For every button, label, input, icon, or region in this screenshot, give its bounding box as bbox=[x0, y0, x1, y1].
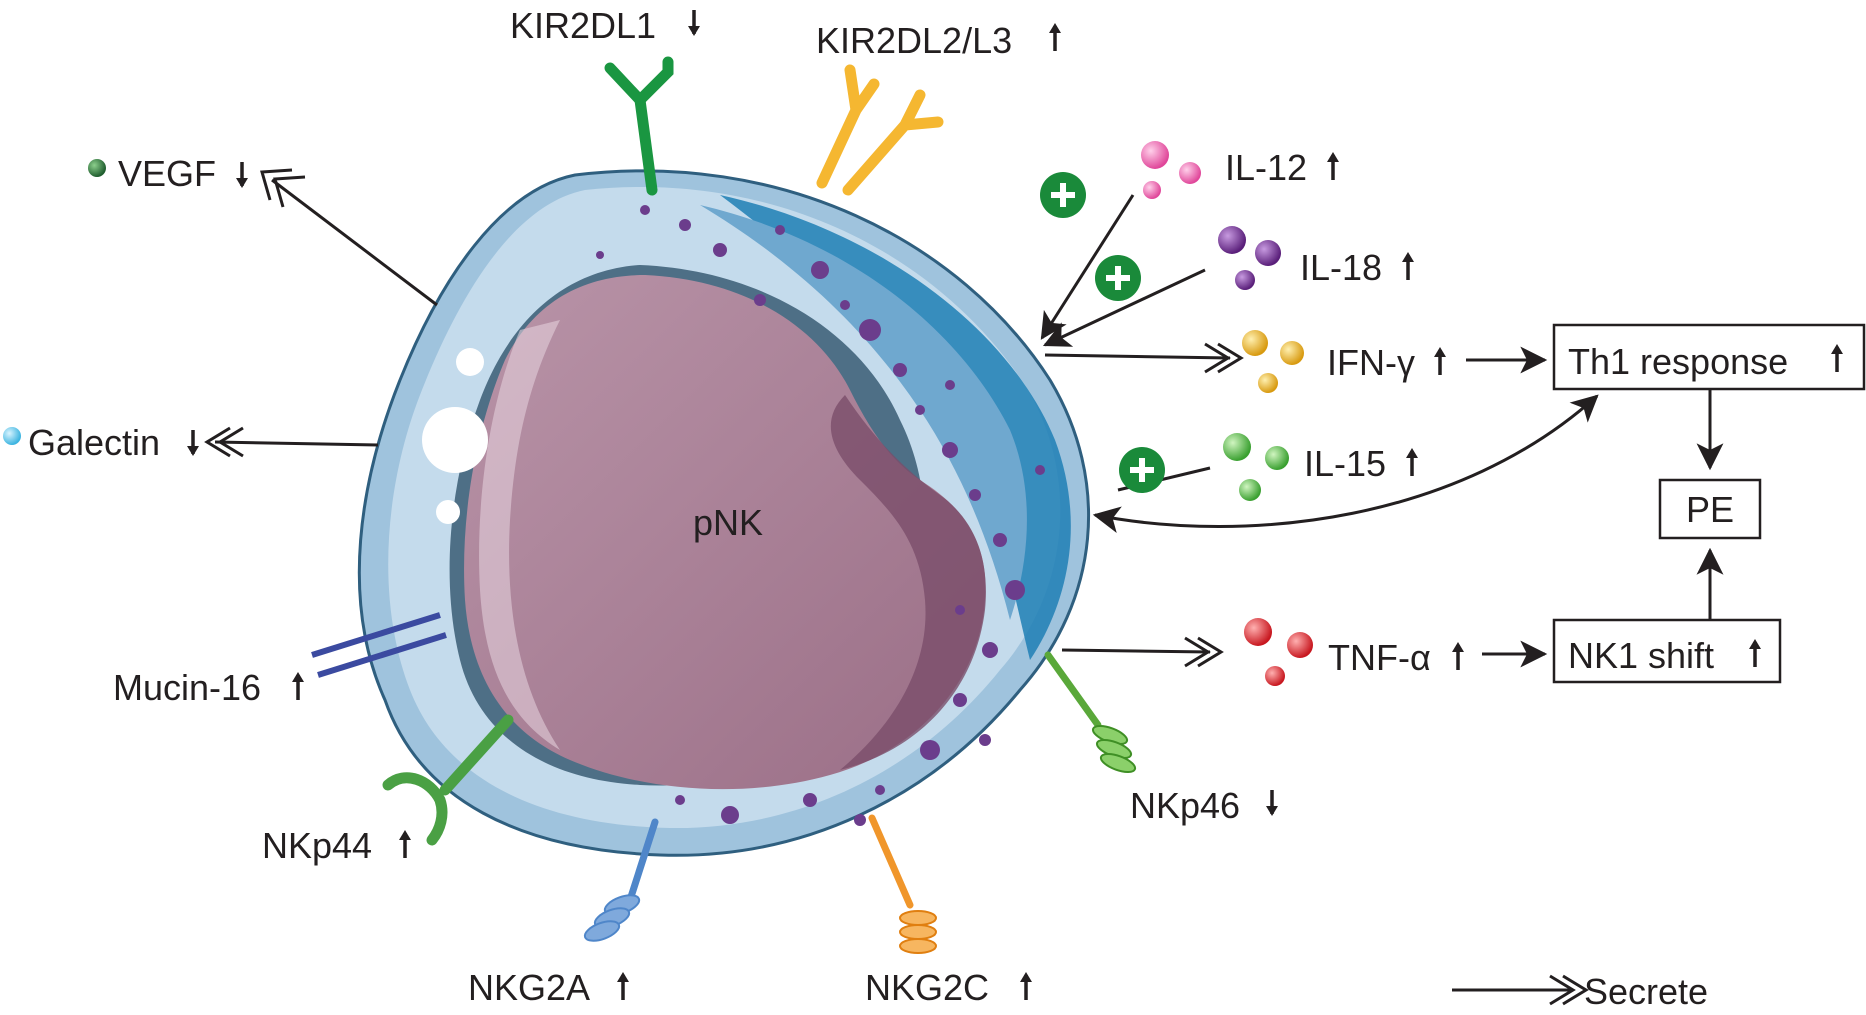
nkp46-label: NKp46 bbox=[1130, 785, 1240, 826]
kir2dl1-label: KIR2DL1 bbox=[510, 5, 656, 46]
vegf-molecule bbox=[88, 159, 106, 177]
vegf-secretion-arrow bbox=[260, 168, 438, 307]
ifng-molecules bbox=[1242, 330, 1304, 393]
legend-secrete-label: Secrete bbox=[1584, 971, 1708, 1012]
il18-stimulate-arrow bbox=[1042, 268, 1206, 347]
nkp44-up-arrow bbox=[399, 830, 411, 858]
il18-plus-icon bbox=[1095, 255, 1141, 301]
il18-molecules bbox=[1218, 226, 1281, 290]
kir2dl2-label: KIR2DL2/L3 bbox=[816, 20, 1012, 61]
th1-response-label: Th1 response bbox=[1568, 341, 1788, 382]
nkp44-label: NKp44 bbox=[262, 825, 372, 866]
tnfa-secretion-arrow bbox=[1061, 636, 1224, 668]
ifng-label: IFN-γ bbox=[1327, 342, 1415, 383]
vegf-down-arrow bbox=[236, 162, 248, 188]
nkp46-receptor bbox=[1044, 651, 1137, 774]
legend-secrete-arrow bbox=[1452, 974, 1589, 1006]
il15-th1-bidirectional-arrow bbox=[1092, 394, 1599, 533]
il15-label: IL-15 bbox=[1304, 443, 1386, 484]
nkg2a-receptor bbox=[583, 818, 659, 942]
tnfa-label: TNF-α bbox=[1328, 637, 1431, 678]
nkg2a-label: NKG2A bbox=[468, 967, 590, 1008]
galectin-molecule bbox=[3, 427, 21, 445]
tnfa-molecules bbox=[1244, 618, 1313, 686]
cell-label: pNK bbox=[693, 502, 763, 543]
vegf-label: VEGF bbox=[118, 153, 216, 194]
il18-up-arrow bbox=[1402, 252, 1414, 280]
il12-stimulate-arrow bbox=[1040, 194, 1135, 340]
kir2dl2-receptor bbox=[816, 64, 944, 196]
galectin-down-arrow bbox=[187, 430, 199, 456]
nkg2c-up-arrow bbox=[1020, 972, 1032, 1000]
il15-plus-icon bbox=[1119, 447, 1165, 493]
il12-plus-icon bbox=[1040, 172, 1086, 218]
ifng-secretion-arrow bbox=[1044, 342, 1244, 374]
galectin-secretion-arrow bbox=[204, 426, 379, 458]
tnfa-up-arrow bbox=[1452, 642, 1464, 670]
nkg2c-label: NKG2C bbox=[865, 967, 989, 1008]
il15-molecules bbox=[1223, 433, 1289, 501]
pe-box: PE bbox=[1658, 478, 1762, 540]
nk-cell: pNK bbox=[357, 169, 1091, 857]
nkg2a-up-arrow bbox=[617, 972, 629, 1000]
il12-molecules bbox=[1141, 141, 1201, 199]
kir2dl1-receptor bbox=[604, 56, 674, 196]
nkp46-down-arrow bbox=[1266, 790, 1278, 816]
kir2dl2-up-arrow bbox=[1049, 23, 1061, 51]
pe-label: PE bbox=[1686, 489, 1734, 530]
nk1-shift-label: NK1 shift bbox=[1568, 635, 1714, 676]
th1-up-arrow bbox=[1831, 344, 1843, 354]
nkp44-receptor bbox=[382, 714, 514, 846]
mucin16-receptor bbox=[311, 612, 447, 678]
il18-label: IL-18 bbox=[1300, 247, 1382, 288]
il15-up-arrow bbox=[1406, 448, 1418, 476]
th1-response-box: Th1 response bbox=[1552, 323, 1866, 391]
kir2dl1-down-arrow bbox=[688, 10, 700, 36]
mucin16-label: Mucin-16 bbox=[113, 667, 261, 708]
nk1-up-arrow bbox=[1749, 639, 1761, 649]
il12-up-arrow bbox=[1327, 152, 1339, 180]
il12-label: IL-12 bbox=[1225, 147, 1307, 188]
ifng-up-arrow bbox=[1434, 347, 1446, 375]
nkg2c-receptor bbox=[868, 814, 937, 954]
nk1-shift-box: NK1 shift bbox=[1552, 618, 1782, 684]
mucin16-up-arrow bbox=[292, 672, 304, 700]
galectin-label: Galectin bbox=[28, 422, 160, 463]
